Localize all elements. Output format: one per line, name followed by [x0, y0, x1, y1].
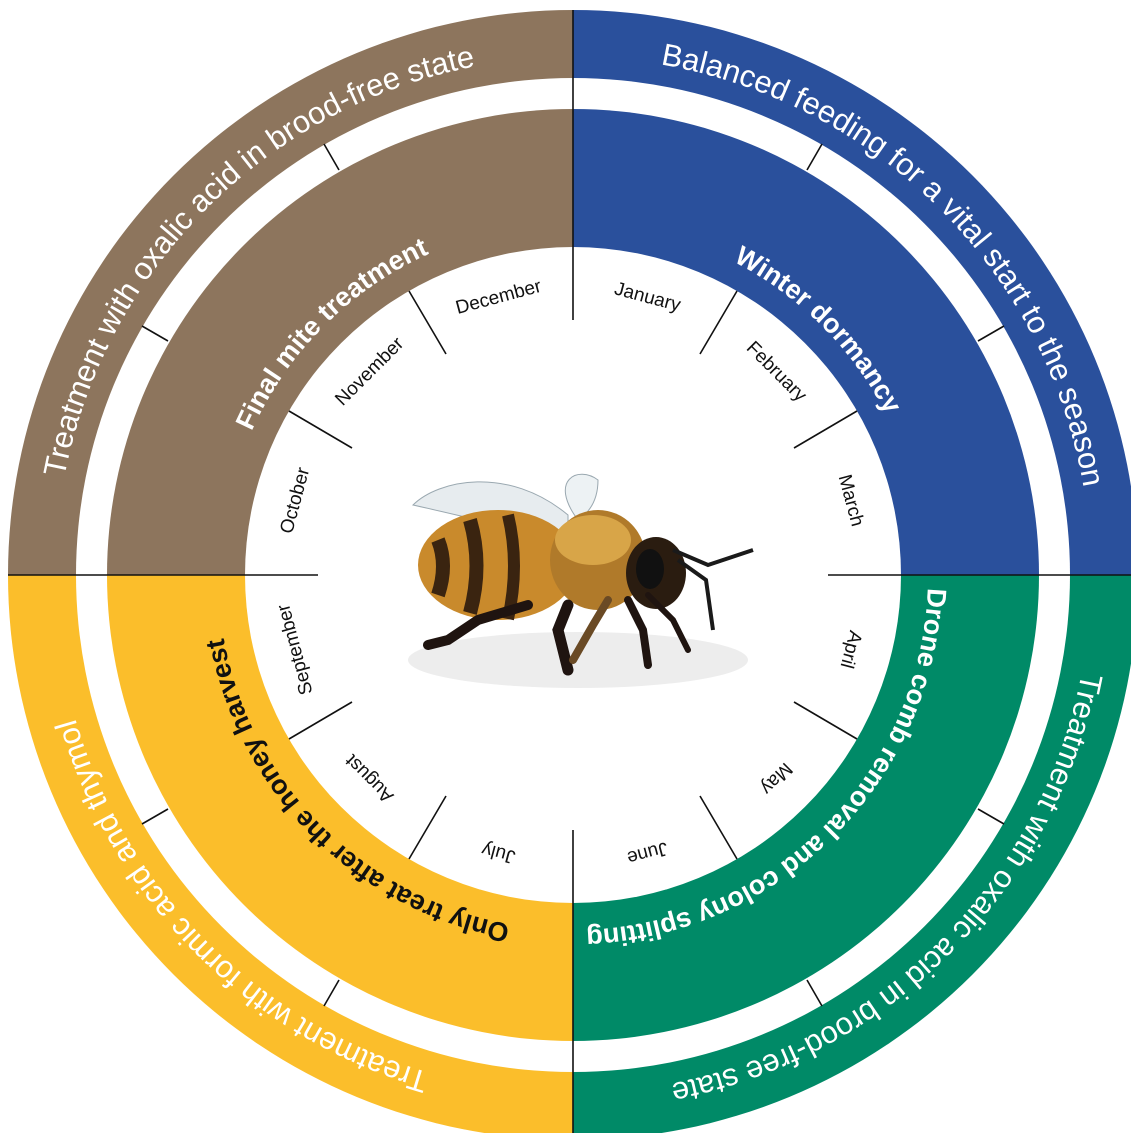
- outer-ring-tick: [977, 325, 1005, 342]
- outer-ring-tick: [141, 808, 169, 825]
- bee-thorax-fuzz: [555, 515, 631, 565]
- bee-eye: [636, 549, 664, 589]
- bee-stripe: [463, 518, 484, 615]
- month-divider: [793, 410, 858, 449]
- outer-ring-tick: [323, 143, 340, 171]
- bee-leg: [624, 596, 652, 669]
- bee-leg: [423, 600, 533, 650]
- outer-ring-tick: [977, 808, 1005, 825]
- bee-stripe: [431, 537, 450, 598]
- outer-ring-tick: [323, 979, 340, 1007]
- outer-ring-tick: [806, 143, 823, 171]
- month-divider: [699, 290, 738, 355]
- month-divider: [699, 795, 738, 860]
- bee-antenna: [672, 548, 754, 568]
- bee-shadow: [408, 632, 748, 688]
- outer-ring-tick: [806, 979, 823, 1007]
- bee-leg: [569, 596, 612, 664]
- month-divider: [793, 701, 858, 740]
- bee-stripe: [502, 513, 520, 621]
- month-divider: [408, 795, 447, 860]
- bee-wing: [564, 473, 599, 521]
- honeybee-photo: [408, 473, 754, 688]
- bee-abdomen: [418, 510, 578, 620]
- month-divider: [288, 410, 353, 449]
- bee-leg: [645, 592, 691, 653]
- outer-ring-tick: [141, 325, 169, 342]
- month-divider: [408, 290, 447, 355]
- bee-leg: [552, 599, 574, 676]
- bee-antenna: [676, 558, 715, 631]
- month-divider: [288, 701, 353, 740]
- divider-lines: [8, 10, 1131, 1133]
